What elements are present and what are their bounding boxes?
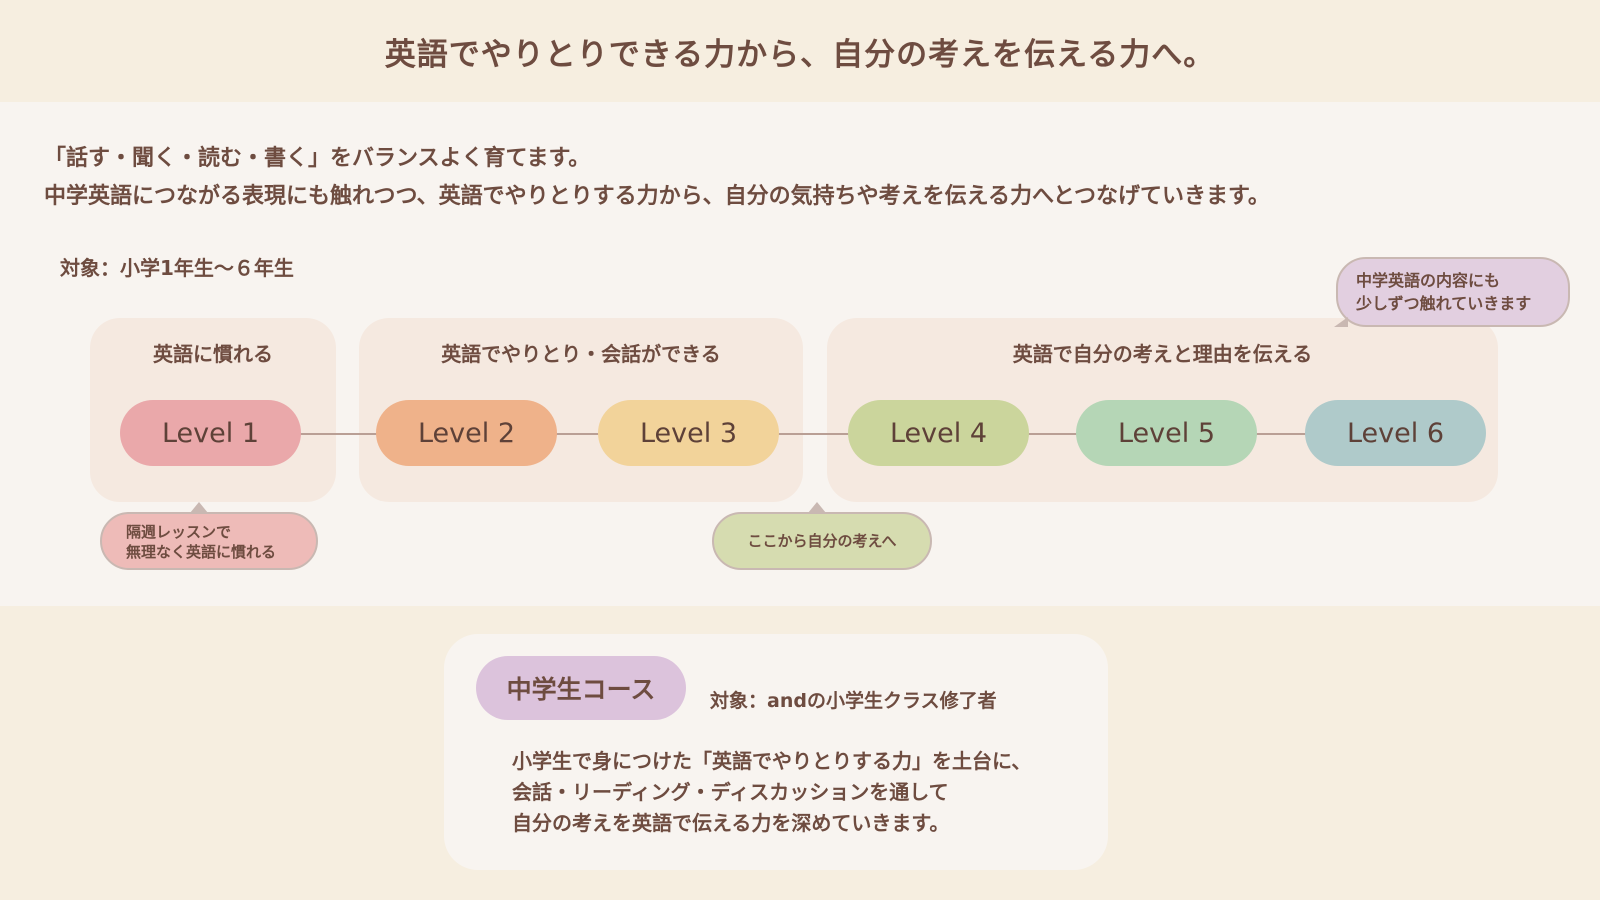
bubble-tail — [190, 502, 208, 513]
course-target: 対象：andの小学生クラス修了者 — [710, 690, 997, 712]
page-title: 英語でやりとりできる力から、自分の考えを伝える力へ。 — [384, 36, 1216, 73]
elementary-section: 「話す・聞く・読む・書く」をバランスよく育てます。 中学英語につながる表現にも触… — [0, 102, 1600, 606]
elementary-target: 対象：小学1年生〜６年生 — [60, 256, 294, 280]
bubble-tail — [1334, 317, 1348, 327]
level-6-note-bubble: 中学英語の内容にも 少しずつ触れていきます — [1334, 257, 1570, 327]
bubble-line: ここから自分の考えへ — [747, 532, 897, 550]
page-header: 英語でやりとりできる力から、自分の考えを伝える力へ。 — [0, 0, 1600, 102]
intro-line-1: 「話す・聞く・読む・書く」をバランスよく育てます。 — [44, 146, 591, 171]
stage-label: 英語でやりとり・会話ができる — [441, 342, 721, 366]
stage-label: 英語に慣れる — [153, 342, 273, 366]
level-5-pill: Level 5 — [1076, 400, 1257, 466]
junior-high-course-card: 中学生コース 対象：andの小学生クラス修了者 小学生で身につけた「英語でやりと… — [444, 634, 1108, 870]
stage-label: 英語で自分の考えと理由を伝える — [1012, 342, 1313, 366]
course-desc-line: 小学生で身につけた「英語でやりとりする力」を土台に、 — [512, 749, 1032, 773]
level-6-pill: Level 6 — [1305, 400, 1486, 466]
bubble-line: 中学英語の内容にも — [1356, 271, 1501, 290]
intro-text: 「話す・聞く・読む・書く」をバランスよく育てます。 中学英語につながる表現にも触… — [44, 140, 1270, 216]
course-desc-line: 自分の考えを英語で伝える力を深めていきます。 — [512, 811, 950, 835]
intro-line-2: 中学英語につながる表現にも触れつつ、英語でやりとりする力から、自分の気持ちや考え… — [44, 184, 1270, 209]
level-4-pill: Level 4 — [848, 400, 1029, 466]
level-1-pill: Level 1 — [120, 400, 301, 466]
course-title-badge: 中学生コース — [476, 656, 686, 720]
bubble-line: 無理なく英語に慣れる — [126, 543, 277, 561]
course-desc-line: 会話・リーディング・ディスカッションを通して — [512, 780, 949, 804]
bubble-line: 隔週レッスンで — [126, 523, 232, 541]
level-1-note-bubble: 隔週レッスンで 無理なく英語に慣れる — [100, 502, 318, 570]
bubble-line: 少しずつ触れていきます — [1356, 294, 1532, 313]
course-description: 小学生で身につけた「英語でやりとりする力」を土台に、 会話・リーディング・ディス… — [512, 746, 1031, 839]
level-3-note-bubble: ここから自分の考えへ — [712, 502, 932, 570]
bubble-tail — [808, 502, 826, 513]
level-3-pill: Level 3 — [598, 400, 779, 466]
level-2-pill: Level 2 — [376, 400, 557, 466]
